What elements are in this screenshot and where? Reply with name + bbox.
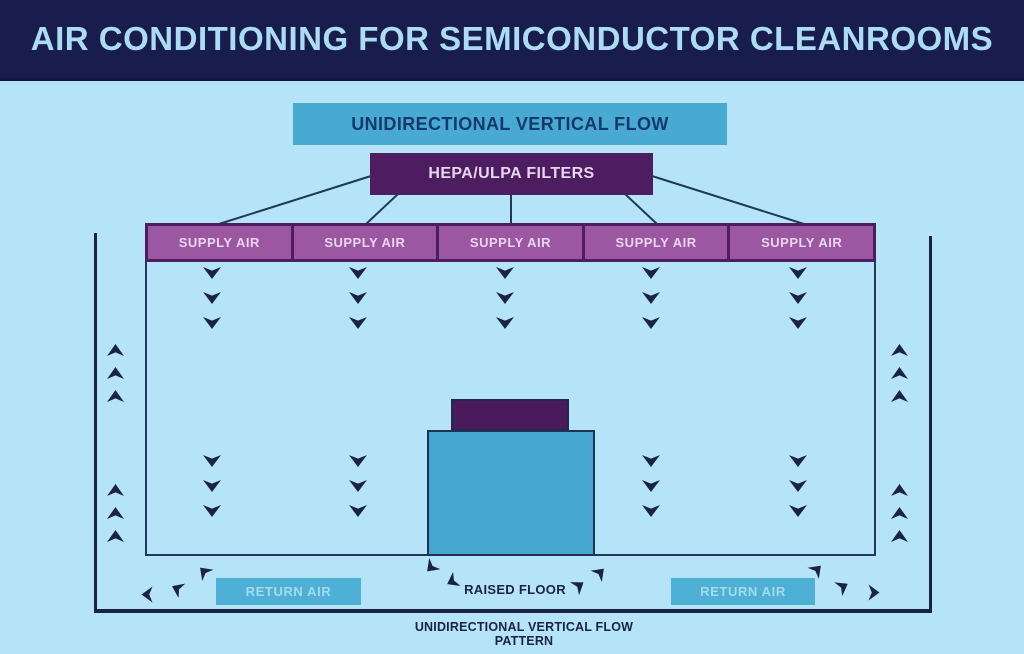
down-arrow-icon <box>642 480 660 492</box>
up-arrow-icon <box>891 367 908 379</box>
flow-arrow-icon <box>807 560 826 579</box>
down-arrow-icon <box>789 292 807 304</box>
outer-wall-left <box>94 233 97 613</box>
outer-wall-right <box>929 236 932 613</box>
up-arrow-icon <box>891 344 908 356</box>
down-arrow-icon <box>203 292 221 304</box>
flow-arrow-icon <box>169 579 186 598</box>
up-arrow-column <box>107 344 124 402</box>
down-arrow-icon <box>789 505 807 517</box>
hepa-ulpa-filters-box: HEPA/ULPA FILTERS <box>370 153 653 195</box>
down-arrow-icon <box>203 455 221 467</box>
equipment-body <box>427 430 595 556</box>
supply-air-box: SUPPLY AIR <box>178 235 260 250</box>
unidirectional-flow-banner: UNIDIRECTIONAL VERTICAL FLOW <box>293 103 727 145</box>
page-title: AIR CONDITIONING FOR SEMICONDUCTOR CLEAN… <box>30 20 994 57</box>
down-arrow-icon <box>789 267 807 279</box>
outer-wall-bottom <box>94 609 932 613</box>
up-arrow-column <box>107 484 124 542</box>
diagram-caption: UNIDIRECTIONAL VERTICAL FLOW PATTERN <box>414 620 634 648</box>
return-air-box-right: RETURN AIR <box>671 578 815 605</box>
equipment-top <box>451 399 569 431</box>
down-arrow-icon <box>349 480 367 492</box>
up-arrow-column <box>891 344 908 402</box>
down-arrow-icon <box>349 455 367 467</box>
down-arrow-column <box>203 455 221 517</box>
up-arrow-icon <box>107 507 124 519</box>
down-arrow-icon <box>496 267 514 279</box>
down-arrow-icon <box>642 505 660 517</box>
up-arrow-icon <box>107 390 124 402</box>
up-arrow-icon <box>891 390 908 402</box>
down-arrow-icon <box>642 267 660 279</box>
down-arrow-column <box>349 267 367 329</box>
down-arrow-icon <box>642 455 660 467</box>
supply-air-box: SUPPLY AIR <box>436 226 582 259</box>
down-arrow-column <box>642 455 660 517</box>
down-arrow-icon <box>642 292 660 304</box>
up-arrow-icon <box>107 367 124 379</box>
down-arrow-icon <box>203 267 221 279</box>
up-arrow-icon <box>107 344 124 356</box>
up-arrow-icon <box>891 484 908 496</box>
supply-air-row: SUPPLY AIR SUPPLY AIR SUPPLY AIR SUPPLY … <box>145 223 876 262</box>
flow-arrow-icon <box>421 558 440 577</box>
down-arrow-column <box>789 455 807 517</box>
down-arrow-column <box>349 455 367 517</box>
down-arrow-icon <box>349 292 367 304</box>
up-arrow-icon <box>107 530 124 542</box>
down-arrow-icon <box>349 505 367 517</box>
down-arrow-icon <box>496 292 514 304</box>
down-arrow-icon <box>349 317 367 329</box>
flow-arrow-icon <box>590 563 609 582</box>
flow-arrow-icon <box>142 587 153 603</box>
up-arrow-icon <box>891 507 908 519</box>
up-arrow-column <box>891 484 908 542</box>
down-arrow-icon <box>789 455 807 467</box>
down-arrow-column <box>203 267 221 329</box>
header-bar: AIR CONDITIONING FOR SEMICONDUCTOR CLEAN… <box>0 0 1024 81</box>
supply-air-box: SUPPLY AIR <box>290 226 437 259</box>
down-arrow-column <box>789 267 807 329</box>
down-arrow-icon <box>642 317 660 329</box>
down-arrow-column <box>496 267 514 329</box>
supply-air-box: SUPPLY AIR <box>581 226 728 259</box>
down-arrow-icon <box>349 267 367 279</box>
down-arrow-column <box>642 267 660 329</box>
up-arrow-icon <box>891 530 908 542</box>
down-arrow-icon <box>203 480 221 492</box>
down-arrow-icon <box>789 480 807 492</box>
flow-arrow-icon <box>869 585 880 601</box>
flow-arrow-icon <box>194 562 213 581</box>
down-arrow-icon <box>789 317 807 329</box>
down-arrow-icon <box>203 317 221 329</box>
down-arrow-icon <box>203 505 221 517</box>
flow-arrow-icon <box>834 577 852 596</box>
supply-air-box: SUPPLY AIR <box>727 226 873 259</box>
raised-floor-label: RAISED FLOOR <box>464 582 566 597</box>
down-arrow-icon <box>496 317 514 329</box>
up-arrow-icon <box>107 484 124 496</box>
return-air-box-left: RETURN AIR <box>216 578 361 605</box>
